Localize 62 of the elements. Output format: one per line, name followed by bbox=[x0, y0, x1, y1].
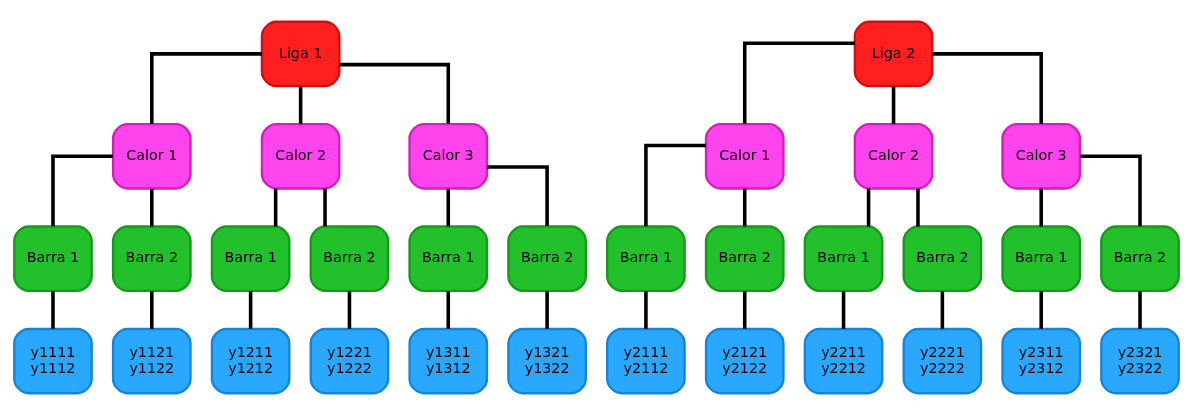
connector bbox=[323, 188, 327, 226]
node-box: y2211 y2212 bbox=[803, 327, 884, 394]
connector bbox=[150, 51, 262, 124]
connector bbox=[916, 188, 920, 226]
node-box: Calor 2 bbox=[260, 122, 341, 190]
node-box: Barra 1 bbox=[13, 224, 93, 292]
node-box: Calor 2 bbox=[853, 122, 934, 190]
node-box: Calor 3 bbox=[408, 122, 489, 190]
node-box: Barra 1 bbox=[803, 224, 884, 292]
node-box: y1121 y1122 bbox=[111, 327, 192, 394]
node-box: Calor 3 bbox=[1001, 122, 1082, 190]
connector bbox=[932, 51, 1043, 124]
node-box: Liga 2 bbox=[853, 20, 934, 87]
node-box: y1211 y1212 bbox=[210, 327, 291, 394]
connector bbox=[339, 62, 451, 124]
connector bbox=[742, 188, 747, 226]
node-box: Barra 1 bbox=[1001, 224, 1082, 292]
connector bbox=[1039, 188, 1043, 226]
connector bbox=[150, 290, 154, 329]
connector bbox=[841, 290, 846, 329]
connector bbox=[1138, 290, 1142, 329]
node-box: Barra 2 bbox=[704, 224, 785, 292]
connector bbox=[273, 188, 278, 226]
connector bbox=[742, 290, 747, 329]
connector bbox=[940, 290, 945, 329]
node-box: Barra 1 bbox=[210, 224, 291, 292]
node-box: Barra 2 bbox=[111, 224, 192, 292]
connector bbox=[742, 40, 855, 124]
connector bbox=[545, 290, 549, 329]
node-box: Calor 1 bbox=[111, 122, 192, 190]
node-box: y1311 y1312 bbox=[408, 327, 489, 394]
node-box: y2321 y2322 bbox=[1100, 327, 1180, 394]
node-box: Barra 2 bbox=[507, 224, 587, 292]
connector bbox=[51, 290, 55, 329]
node-box: Calor 1 bbox=[704, 122, 785, 190]
node-box: Barra 1 bbox=[606, 224, 686, 292]
connector bbox=[1039, 290, 1043, 329]
node-box: Liga 1 bbox=[260, 20, 341, 87]
node-box: Barra 1 bbox=[408, 224, 489, 292]
connector bbox=[487, 164, 549, 226]
connector bbox=[891, 85, 896, 124]
node-box: y1221 y1222 bbox=[309, 327, 390, 394]
node-box: y2111 y2112 bbox=[606, 327, 686, 394]
node-box: Barra 2 bbox=[902, 224, 983, 292]
connector bbox=[446, 290, 451, 329]
node-box: y2221 y2222 bbox=[902, 327, 983, 394]
connector bbox=[347, 290, 352, 329]
node-box: y2311 y2312 bbox=[1001, 327, 1082, 394]
node-box: Barra 2 bbox=[309, 224, 390, 292]
connector bbox=[866, 188, 871, 226]
connector bbox=[644, 143, 706, 226]
connector bbox=[1080, 154, 1142, 226]
node-box: y1321 y1322 bbox=[507, 327, 587, 394]
node-box: y1111 y1112 bbox=[13, 327, 93, 394]
node-box: Barra 2 bbox=[1100, 224, 1180, 292]
connector bbox=[644, 290, 648, 329]
node-box: y2121 y2122 bbox=[704, 327, 785, 394]
connector bbox=[446, 188, 451, 226]
connector bbox=[150, 188, 154, 226]
connector bbox=[248, 290, 253, 329]
connector bbox=[298, 85, 303, 124]
connector bbox=[51, 154, 113, 226]
